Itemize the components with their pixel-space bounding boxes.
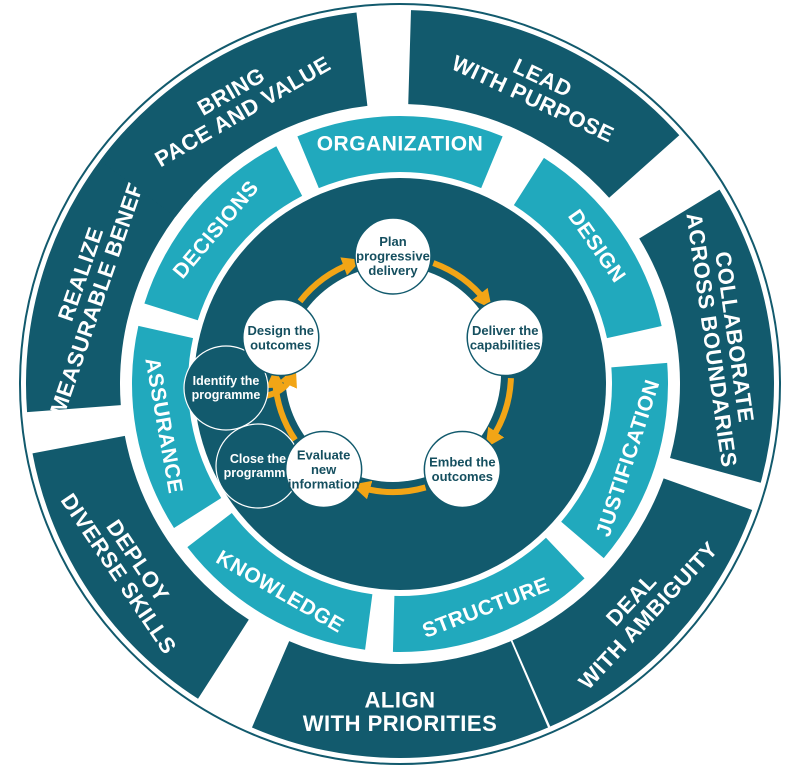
cycle-arrow	[485, 377, 514, 448]
outer-segment: BRINGPACE AND VALUE	[100, 12, 368, 217]
external-label-line: Close the	[230, 452, 286, 466]
outer-segment-shape	[639, 189, 774, 483]
outer-segment-shape	[32, 435, 249, 699]
middle-segment-shape	[144, 146, 303, 321]
outer-segment-shape	[512, 478, 753, 727]
cycle-label-line: information	[288, 476, 360, 491]
cycle-arrow	[351, 480, 427, 500]
external-node-circle	[183, 345, 269, 431]
middle-segment-shape	[561, 362, 668, 559]
outer-segment-shape	[408, 10, 680, 198]
outer-segment-shape	[251, 641, 549, 758]
cycle-label-line: Deliver the	[472, 323, 538, 338]
middle-segment-shape	[187, 513, 373, 650]
cycle-label-line: Evaluate	[297, 447, 350, 462]
cycle-label-line: outcomes	[432, 469, 493, 484]
identify-arrow	[264, 367, 297, 399]
external-label-line: programme	[192, 388, 261, 402]
cycle-node-circle	[466, 298, 544, 377]
cycle-label-line: capabilities	[470, 337, 541, 352]
middle-segment: ASSURANCE	[132, 325, 222, 529]
cycle-label-line: new	[311, 462, 337, 477]
cycle-arrow	[432, 260, 492, 309]
external-label-line: Identify the	[193, 374, 260, 388]
cycle-label-line: outcomes	[250, 337, 311, 352]
outer-label-line: ALIGN	[365, 688, 436, 713]
external-label-line: programme	[224, 466, 293, 480]
middle-segment-label: ORGANIZATION	[317, 133, 484, 156]
cycle-label-line: progressive	[356, 249, 430, 264]
cycle-label-line: Design the	[248, 323, 314, 338]
cycle-arrow	[265, 368, 298, 442]
outer-segment: COLLABORATEACROSS BOUNDARIES	[639, 189, 774, 483]
middle-segment: ORGANIZATION	[297, 115, 503, 189]
outer-segment-shape	[26, 132, 193, 413]
middle-segment-shape	[132, 325, 222, 529]
cycle-label-line: Embed the	[429, 455, 495, 470]
outer-segment: LEADWITH PURPOSE	[408, 10, 680, 198]
cycle-label-line: delivery	[368, 263, 418, 278]
middle-segment-shape	[513, 157, 662, 339]
cycle-node-circle	[423, 430, 502, 509]
cycle-node-circle	[242, 298, 320, 377]
cycle-center	[285, 266, 501, 482]
outer-label-line: WITH PRIORITIES	[303, 711, 498, 736]
middle-segment-shape	[297, 115, 503, 189]
cycle-arrow	[297, 257, 362, 304]
middle-segment-shape	[392, 537, 585, 652]
cycle-node-circle	[284, 430, 363, 509]
cycle-label-line: Plan	[379, 234, 407, 249]
outer-segment-shape	[100, 12, 368, 217]
cycle-node-circle	[354, 217, 432, 295]
